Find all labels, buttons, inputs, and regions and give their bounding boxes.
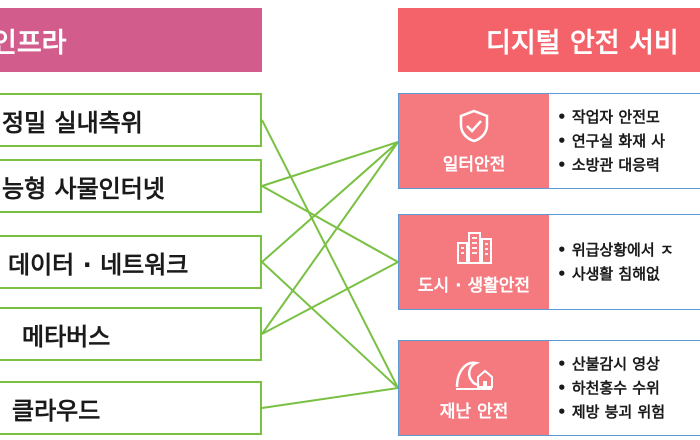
service-label-panel: 재난 안전: [399, 341, 549, 435]
connector-infra2-service1: [261, 141, 399, 187]
service-bullet: 사생활 침해없: [557, 262, 674, 286]
service-bullet: 하천홍수 수위: [557, 376, 665, 400]
service-bullet: 소방관 대응력: [557, 153, 665, 177]
infra-item-3: 데이터 · 네트워크: [0, 235, 262, 289]
service-label: 일터안전: [442, 154, 506, 175]
service-item-workplace: 일터안전 작업자 안전모 연구실 화재 사 소방관 대응력: [398, 93, 700, 189]
connector-infra2-service2: [261, 185, 399, 263]
service-label: 재난 안전: [439, 401, 509, 422]
service-header: 디지털 안전 서비: [398, 8, 700, 72]
infra-item-4: 메타버스: [0, 307, 262, 361]
service-bullets: 작업자 안전모 연구실 화재 사 소방관 대응력: [557, 94, 665, 188]
infra-item-1: 정밀 실내측위: [0, 93, 262, 147]
connector-infra1-service1: [261, 119, 399, 389]
city-buildings-icon: [457, 231, 492, 264]
infra-item-label: 데이터 · 네트워크: [8, 250, 189, 279]
connector-infra4-service1: [261, 141, 399, 335]
infra-item-label: 메타버스: [22, 322, 111, 351]
service-bullet: 위급상황에서 ㅈ: [557, 238, 674, 262]
infra-item-5: 클라우드: [0, 381, 262, 435]
service-bullet: 연구실 화재 사: [557, 129, 665, 153]
service-bullets: 산불감시 영상 하천홍수 수위 제방 붕괴 위험: [557, 341, 665, 435]
connector-infra3-service1: [261, 141, 399, 263]
infra-item-label: 클라우드: [12, 396, 101, 425]
service-bullets: 위급상황에서 ㅈ 사생활 침해없: [557, 215, 674, 309]
infra-header: 인프라: [0, 8, 262, 72]
service-label: 도시 · 생활안전: [417, 275, 531, 296]
wave-house-icon: [455, 361, 493, 390]
infra-item-label: 능형 사물인터넷: [2, 174, 165, 203]
service-label-panel: 일터안전: [399, 94, 549, 188]
service-item-city-life: 도시 · 생활안전 위급상황에서 ㅈ 사생활 침해없: [398, 214, 700, 310]
connector-infra5-service3: [261, 387, 399, 409]
connector-infra4-service2: [261, 261, 399, 335]
infra-header-title: 인프라: [0, 27, 67, 59]
service-label-panel: 도시 · 생활안전: [399, 215, 549, 309]
connector-infra3-service3: [261, 261, 399, 389]
service-header-title: 디지털 안전 서비: [486, 27, 679, 59]
service-item-disaster: 재난 안전 산불감시 영상 하천홍수 수위 제방 붕괴 위험: [398, 340, 700, 436]
service-bullet: 산불감시 영상: [557, 352, 665, 376]
infra-item-2: 능형 사물인터넷: [0, 159, 262, 213]
service-bullet: 작업자 안전모: [557, 105, 665, 129]
infra-item-label: 정밀 실내측위: [2, 108, 143, 137]
service-bullet: 제방 붕괴 위험: [557, 400, 665, 424]
shield-check-icon: [459, 109, 489, 142]
